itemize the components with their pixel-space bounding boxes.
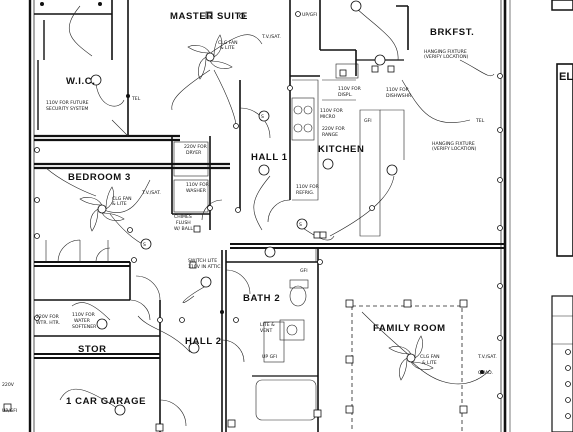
svg-text:& LITE: & LITE (422, 360, 437, 366)
room-bedroom3: BEDROOM 3 (68, 172, 131, 183)
note-clg-fan-master: CLG FAN (218, 40, 238, 46)
ceiling-fan-bed3-icon (79, 186, 125, 232)
note-tel-wic: TEL (131, 96, 141, 102)
note-garage-gfi: UP/GFI (2, 408, 17, 414)
room-stor: STOR (78, 344, 107, 355)
svg-text:RANGE: RANGE (322, 132, 338, 138)
svg-text:DISPL.: DISPL. (338, 92, 353, 98)
note-disposal: 110V FOR (338, 86, 362, 92)
outlets (3, 2, 503, 432)
svg-text:& LITE: & LITE (112, 201, 127, 207)
note-washer: 110V FOR (186, 182, 210, 188)
note-dryer: 220V FOR (184, 144, 208, 150)
svg-text:SECURITY SYSTEM: SECURITY SYSTEM (46, 106, 88, 112)
note-tv-sat-family: T.V./SAT. (477, 354, 497, 360)
room-family: FAMILY ROOM (373, 323, 446, 334)
note-gfi-bath: GFI (300, 268, 308, 274)
svg-text:REFRIG.: REFRIG. (296, 190, 314, 196)
svg-text:SOFTENER: SOFTENER (72, 324, 97, 330)
svg-text:S: S (261, 114, 264, 120)
room-brkfst: BRKFST. (430, 27, 474, 38)
note-switch-attic: SWITCH LITE (188, 258, 217, 264)
svg-text:MICRO: MICRO (320, 114, 336, 120)
note-upgfi-bath: UP GFI (262, 354, 277, 360)
note-clg-fan-bed3: CLG FAN (112, 196, 132, 202)
room-hall2: HALL 2 (185, 336, 222, 347)
svg-text:WATER: WATER (74, 318, 91, 324)
room-kitchen: KITCHEN (318, 144, 364, 155)
ceiling-fan-master-icon (187, 34, 233, 80)
note-hanging-brkfst: HANGING FIXTURE (424, 49, 467, 55)
svg-text:FLUSH: FLUSH (176, 220, 191, 226)
svg-text:& LITE: & LITE (220, 45, 235, 51)
ceiling-fan-family-icon (388, 335, 434, 381)
title-block: EL (509, 0, 573, 432)
note-softener: 110V FOR (72, 312, 96, 318)
note-security: 110V FOR FUTURE (46, 100, 89, 106)
note-range: 220V FOR (322, 126, 346, 132)
room-labels: MASTER SUITE W.I.C. BRKFST. HALL 1 KITCH… (66, 11, 474, 407)
cabinets (45, 63, 405, 421)
note-up-gfi-top: UP/GFI (302, 12, 317, 18)
note-tel-family: TEL (475, 118, 485, 124)
svg-text:S: S (299, 222, 302, 228)
room-hall1: HALL 1 (251, 152, 288, 163)
note-chimes: CHIMES (174, 214, 192, 220)
note-micro: 110V FOR (320, 108, 344, 114)
note-hanging-kitchen: HANGING FIXTURE (432, 141, 475, 147)
svg-text:(VERIFY LOCATION): (VERIFY LOCATION) (432, 146, 477, 152)
svg-text:VENT: VENT (260, 328, 272, 334)
room-wic: W.I.C. (66, 76, 95, 87)
svg-text:WASHER: WASHER (186, 188, 207, 194)
note-gfi-kitchen: GFI (364, 118, 372, 124)
note-garage-220v: 220V (2, 382, 15, 388)
light-fixtures: S S S (90, 0, 398, 416)
title-block-letters: EL (559, 71, 573, 83)
svg-text:WTR. HTR.: WTR. HTR. (36, 320, 60, 326)
note-quad: QUAD. (478, 370, 493, 376)
note-tv-sat-bed3: T.V./SAT. (141, 190, 161, 196)
svg-text:DRYER: DRYER (186, 150, 202, 156)
note-clg-fan-family: CLG FAN (420, 354, 440, 360)
svg-text:W/ BALL: W/ BALL (174, 226, 193, 232)
walls (28, 0, 507, 432)
svg-text:S: S (143, 242, 146, 248)
note-dishwasher: 110V FOR (386, 87, 410, 93)
svg-text:DISHWSHR.: DISHWSHR. (386, 93, 413, 99)
svg-text:110V IN ATTIC: 110V IN ATTIC (188, 264, 221, 270)
wiring (45, 5, 495, 432)
room-garage: 1 CAR GARAGE (66, 396, 146, 407)
svg-text:(VERIFY LOCATION): (VERIFY LOCATION) (424, 54, 469, 60)
room-master-suite: MASTER SUITE (170, 11, 248, 22)
room-bath2: BATH 2 (243, 293, 280, 304)
annotations: CLG FAN & LITE T.V./SAT. UP/GFI 110V FOR… (2, 12, 497, 414)
note-wtr-htr: 220V FOR (36, 314, 60, 320)
note-tv-sat-master: T.V./SAT. (261, 34, 281, 40)
note-lite-vent: LITE & (260, 322, 275, 328)
note-refrig: 110V FOR (296, 184, 320, 190)
